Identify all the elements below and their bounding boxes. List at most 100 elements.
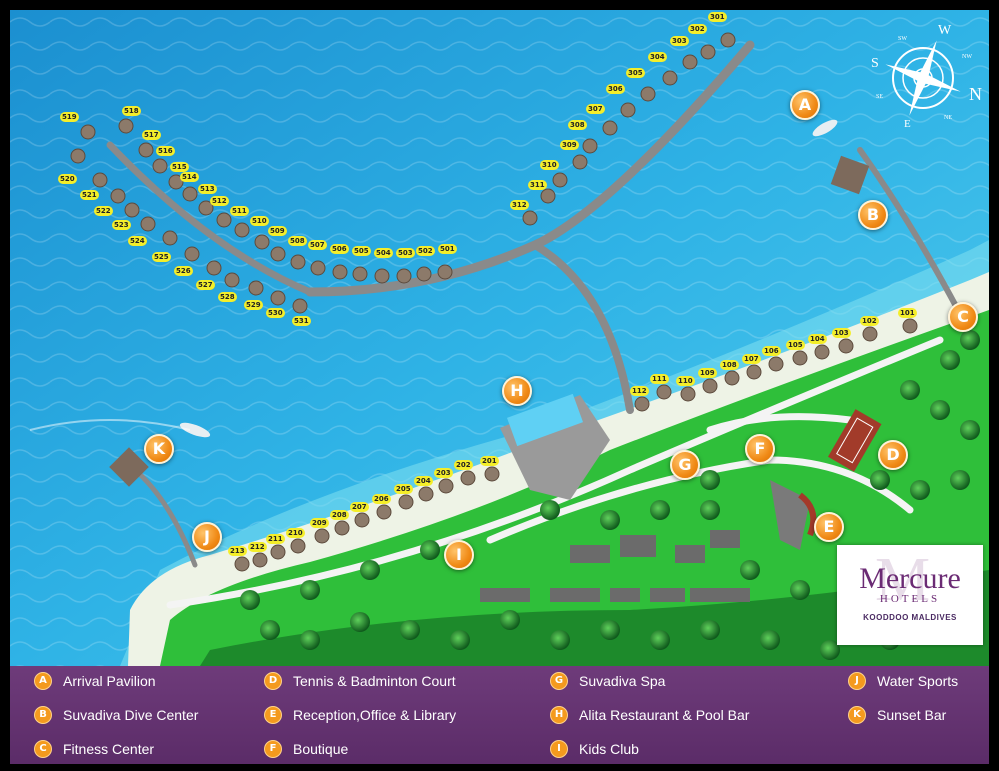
villa-number: 301 [708,12,727,22]
villa-number: 109 [698,368,717,378]
villa-roof [234,556,250,572]
tree [700,620,720,640]
villa-number: 505 [352,246,371,256]
villa-number: 310 [540,160,559,170]
map-marker-g[interactable]: G [670,450,700,480]
villa-roof [396,268,412,284]
villa-roof [182,186,198,202]
villa-number: 105 [786,340,805,350]
villa-roof [270,246,286,262]
villa-number: 502 [416,246,435,256]
jetties [106,40,961,568]
villa-roof [310,260,326,276]
tree [360,560,380,580]
villa-number: 501 [438,244,457,254]
villa-number: 515 [170,162,189,172]
map-marker-i[interactable]: I [444,540,474,570]
compass-w: W [938,23,952,38]
villa-number: 520 [58,174,77,184]
villa-roof [656,384,672,400]
villa-roof [902,318,918,334]
villa-number: 518 [122,106,141,116]
villa-roof [80,124,96,140]
villa-roof [838,338,854,354]
villa-roof [552,172,568,188]
villa-number: 106 [762,346,781,356]
map-marker-h[interactable]: H [502,376,532,406]
map-marker-e[interactable]: E [814,512,844,542]
villa-number: 209 [310,518,329,528]
logo-brand: Mercure [859,562,961,595]
villa-number: 101 [898,308,917,318]
villa-number: 531 [292,316,311,326]
villa-number: 527 [196,280,215,290]
villa-number: 303 [670,36,689,46]
legend-label: Water Sports [877,673,959,689]
villa-number: 513 [198,184,217,194]
map-marker-d[interactable]: D [878,440,908,470]
villa-roof [332,264,348,280]
villa-number: 108 [720,360,739,370]
villa-number: 102 [860,316,879,326]
legend-label: Sunset Bar [877,707,947,723]
villa-number: 312 [510,200,529,210]
map-marker-j[interactable]: J [192,522,222,552]
villa-roof [640,86,656,102]
legend-label: Alita Restaurant & Pool Bar [579,707,750,723]
compass-rose: N W S E NW NE SW SE [868,20,988,130]
map-marker-c[interactable]: C [948,302,978,332]
villa-number: 523 [112,220,131,230]
map-marker-k[interactable]: K [144,434,174,464]
compass-s: S [871,56,879,71]
villa-number: 503 [396,248,415,258]
villa-roof [746,364,762,380]
villa-roof [460,470,476,486]
villa-roof [720,32,736,48]
map-marker-a[interactable]: A [790,90,820,120]
villa-roof [682,54,698,70]
map-marker-f[interactable]: F [745,434,775,464]
villa-number: 309 [560,140,579,150]
tree [940,350,960,370]
villa-roof [198,200,214,216]
villa-roof [270,544,286,560]
compass-se: SE [876,94,884,100]
tree [600,510,620,530]
villa-number: 512 [210,196,229,206]
tree [820,640,840,660]
legend-letter-badge: G [550,672,568,690]
villa-number: 526 [174,266,193,276]
villa-number: 201 [480,456,499,466]
villa-roof [224,272,240,288]
tree [790,580,810,600]
legend-letter-badge: I [550,740,568,758]
villa-roof [484,466,500,482]
map-marker-b[interactable]: B [858,200,888,230]
villa-roof [662,70,678,86]
legend-letter-badge: F [264,740,282,758]
villa-roof [602,120,618,136]
villa-number: 205 [394,484,413,494]
villa-number: 202 [454,460,473,470]
legend-label: Reception,Office & Library [293,707,457,723]
villa-roof [416,266,432,282]
villa-number: 530 [266,308,285,318]
villa-roof [248,280,264,296]
villa-number: 311 [528,180,547,190]
villa-number: 509 [268,226,287,236]
tennis-court [828,409,882,472]
tree [740,560,760,580]
staff-buildings [480,530,750,602]
compass-ne: NE [944,115,952,121]
villa-roof [162,230,178,246]
mercure-m-watermark: M [875,546,931,614]
villa-number: 207 [350,502,369,512]
